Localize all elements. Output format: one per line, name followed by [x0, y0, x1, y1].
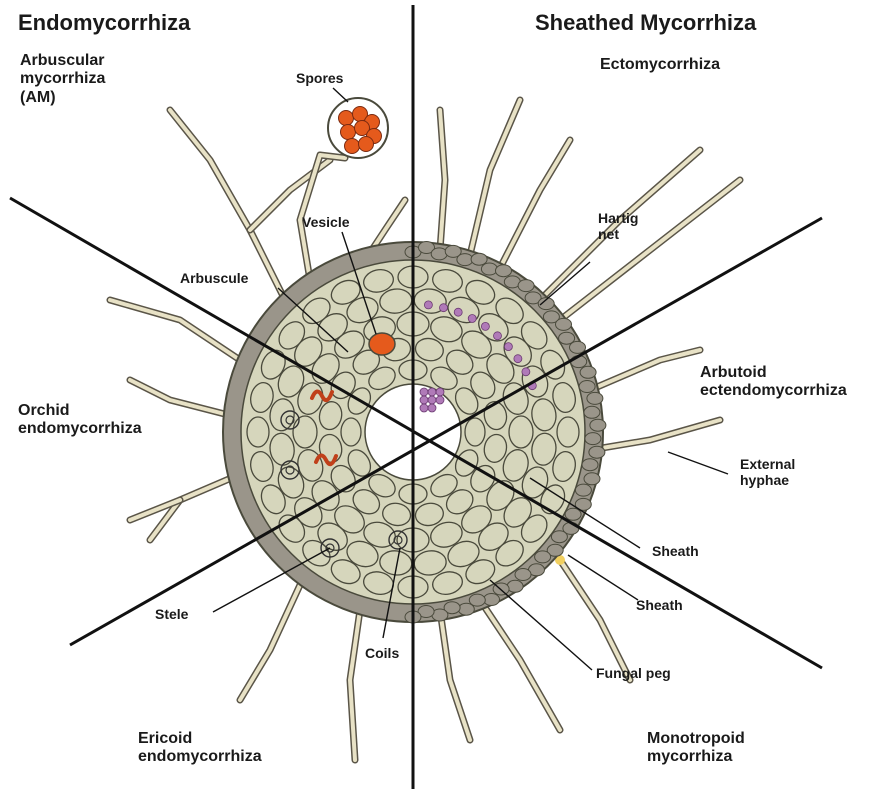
- callout-vesicle: Vesicle: [302, 214, 350, 230]
- sheath-cell: [535, 551, 551, 563]
- hypha: [500, 140, 570, 268]
- spore: [359, 137, 374, 152]
- section-arbuscular-mycorrhiza: Arbuscular mycorrhiza (AM): [20, 52, 105, 107]
- vesicle: [369, 333, 395, 355]
- callout-sheath-1: Sheath: [652, 543, 699, 559]
- hartig-net-cell: [436, 388, 444, 396]
- sheath-cell: [585, 433, 601, 445]
- sheath-cell: [587, 392, 603, 404]
- sheath-cell: [582, 459, 598, 471]
- section-orchid-endomycorrhiza: Orchid endomycorrhiza: [18, 402, 142, 439]
- hypha: [440, 610, 470, 740]
- sheath-cell: [584, 406, 600, 418]
- hartig-net-cell: [481, 322, 489, 330]
- sheath-cell: [471, 253, 487, 265]
- callout-external-hyphae: External hyphae: [740, 456, 795, 488]
- hartig-net-cell: [440, 304, 448, 312]
- section-ericoid-endomycorrhiza: Ericoid endomycorrhiza: [138, 730, 262, 767]
- hartig-net-cell: [514, 355, 522, 363]
- sheath-cell: [507, 580, 523, 592]
- sheath-cell: [457, 254, 473, 266]
- hartig-net-cell: [468, 315, 476, 323]
- hartig-net-cell: [420, 396, 428, 404]
- hartig-net-cell: [436, 396, 444, 404]
- hartig-net-cell: [428, 404, 436, 412]
- callout-stele: Stele: [155, 606, 188, 622]
- sheath-cell: [584, 473, 600, 485]
- sheath-cell: [458, 603, 474, 615]
- hartig-net-cell: [428, 396, 436, 404]
- sheath-cell: [484, 594, 500, 606]
- spore: [345, 139, 360, 154]
- leader-fungal-peg: [490, 580, 592, 670]
- cortex-cell: [247, 417, 269, 447]
- hartig-net-cell: [428, 388, 436, 396]
- sheath-cell: [518, 280, 534, 292]
- cortex-cell: [465, 418, 485, 446]
- sheath-cell: [551, 531, 567, 543]
- callout-spores: Spores: [296, 70, 343, 86]
- sheath-cell: [481, 263, 497, 275]
- leader-external-hyphae: [668, 452, 728, 474]
- cortex-cell: [509, 416, 533, 448]
- hartig-net-cell: [454, 308, 462, 316]
- hypha-outline: [110, 300, 255, 370]
- callout-sheath-2: Sheath: [636, 597, 683, 613]
- cortex-cell: [293, 416, 317, 448]
- spore: [341, 125, 356, 140]
- heading-sheathed-mycorrhiza: Sheathed Mycorrhiza: [535, 10, 756, 35]
- spores-cluster: [328, 98, 388, 158]
- callout-fungal-peg: Fungal peg: [596, 665, 671, 681]
- hartig-net-cell: [424, 301, 432, 309]
- sheath-cell: [570, 341, 586, 353]
- callout-arbuscule: Arbuscule: [180, 270, 248, 286]
- hartig-net-cell: [504, 343, 512, 351]
- hartig-net-cell: [522, 368, 530, 376]
- section-ectomycorrhiza: Ectomycorrhiza: [600, 56, 720, 74]
- spore: [339, 111, 354, 126]
- sheath-cell: [580, 366, 596, 378]
- cortex-cell: [341, 418, 361, 446]
- callout-coils: Coils: [365, 645, 399, 661]
- sheath-cell: [431, 248, 447, 260]
- cortex-cell: [557, 417, 579, 447]
- hartig-net-cell: [420, 404, 428, 412]
- hartig-net-cell: [494, 332, 502, 340]
- sheath-cell: [515, 569, 531, 581]
- sheath-cell: [496, 265, 512, 277]
- sheath-cell: [575, 484, 591, 496]
- sheath-cell: [565, 508, 581, 520]
- hartig-net-cell: [420, 388, 428, 396]
- heading-endomycorrhiza: Endomycorrhiza: [18, 10, 190, 35]
- sheath-cell: [589, 446, 605, 458]
- section-monotropoid-mycorrhiza: Monotropoid mycorrhiza: [647, 730, 745, 767]
- section-arbutoid-ectendomycorrhiza: Arbutoid ectendomycorrhiza: [700, 364, 847, 401]
- sheath-cell: [556, 318, 572, 330]
- sheath-cell: [579, 381, 595, 393]
- hypha: [560, 560, 630, 680]
- sheath-cell: [590, 419, 606, 431]
- callout-hartig-net: Hartig net: [598, 210, 638, 242]
- leader-spores: [333, 88, 348, 102]
